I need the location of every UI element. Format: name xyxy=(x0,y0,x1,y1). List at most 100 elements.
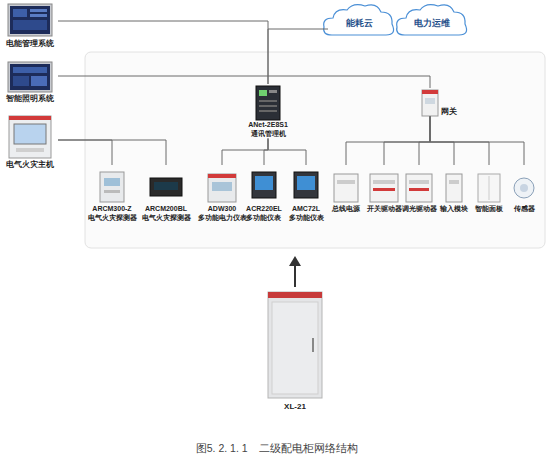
node-label: XL-21 xyxy=(284,402,306,412)
cloud-shape xyxy=(324,5,394,35)
device-icon xyxy=(154,182,178,190)
device-icon xyxy=(478,174,500,202)
node-label: 输入模块 xyxy=(440,205,468,214)
node-label: 通讯管理机 xyxy=(251,130,286,139)
monitor-icon xyxy=(30,9,47,12)
device-icon xyxy=(406,174,432,202)
communication-manager-icon xyxy=(256,86,280,120)
node-label: 开关驱动器 xyxy=(367,205,402,214)
device-node: ADW300多功能电力仪表 xyxy=(196,165,249,223)
gateway-icon xyxy=(422,90,438,116)
node-label: 电气火灾探测器 xyxy=(88,214,137,223)
connector-line xyxy=(268,29,328,84)
gateway-icon xyxy=(422,90,438,116)
monitor-icon xyxy=(30,14,47,17)
device-node: 传感器 xyxy=(509,165,539,214)
connector-line xyxy=(264,139,268,166)
device-icon xyxy=(208,174,236,178)
node-label: 传感器 xyxy=(514,205,535,214)
device-node: ACR220EL多功能仪表 xyxy=(244,165,284,223)
device-icon xyxy=(373,180,395,184)
communication-manager-icon xyxy=(259,105,277,107)
device-icon xyxy=(334,174,358,202)
system-node: 智能照明系统 xyxy=(2,61,58,103)
monitor-icon xyxy=(13,67,47,73)
device-node: ARCM200BL电气火灾探测器 xyxy=(140,165,193,223)
connector-line xyxy=(58,140,166,165)
network-panel xyxy=(85,52,545,248)
fire-host-icon xyxy=(9,116,51,120)
device-icon xyxy=(212,182,232,191)
connector-line xyxy=(384,116,430,165)
connector-line xyxy=(430,116,489,165)
monitor-icon xyxy=(8,4,52,36)
node-label: 电力运维 xyxy=(414,18,450,29)
device-icon xyxy=(337,180,355,184)
node-label: 电能管理系统 xyxy=(6,39,54,48)
device-icon xyxy=(489,176,490,200)
network-panel xyxy=(85,52,545,248)
node-label: 总线电源 xyxy=(332,205,360,214)
device-icon xyxy=(104,178,120,186)
device-icon xyxy=(520,184,528,192)
connector-line xyxy=(268,139,306,166)
cabinet-illustration xyxy=(268,292,322,398)
device-icon xyxy=(370,174,398,202)
node-label: 多功能仪表 xyxy=(246,214,281,223)
cabinet-illustration xyxy=(272,302,318,394)
device-icon xyxy=(208,174,236,202)
gateway-node: 网关 xyxy=(420,88,466,116)
fire-host-icon xyxy=(16,148,44,152)
device-icon xyxy=(150,178,182,196)
device-icon xyxy=(373,188,395,191)
device-icon xyxy=(100,172,124,202)
device-icon xyxy=(409,180,429,184)
connector-line xyxy=(58,76,430,88)
fire-host-icon xyxy=(9,116,51,158)
communication-manager-icon xyxy=(269,90,277,93)
device-node: 智能面板 xyxy=(472,165,506,214)
gateway-icon xyxy=(422,90,438,94)
device-icon xyxy=(449,180,459,184)
device-icon xyxy=(255,176,273,190)
monitor-icon xyxy=(8,62,52,92)
device-node: 开关驱动器 xyxy=(365,165,404,214)
monitor-icon xyxy=(31,76,47,86)
connector-line xyxy=(419,116,430,165)
cloud-node: 能耗云 xyxy=(328,8,390,35)
device-icon xyxy=(294,172,318,198)
connector-line xyxy=(430,116,454,165)
cabinet-illustration xyxy=(268,292,322,298)
node-label: ANet-2E8S1 xyxy=(248,121,288,130)
node-label: AMC72L xyxy=(292,205,320,214)
node-label: 网关 xyxy=(441,107,457,116)
device-node: ARCM300-Z电气火灾探测器 xyxy=(86,165,139,223)
node-label: 调光驱动器 xyxy=(402,205,437,214)
cabinet-node: XL-21 xyxy=(260,290,330,412)
gateway-icon xyxy=(425,98,435,104)
monitor-icon xyxy=(13,20,47,30)
communication-manager-icon xyxy=(259,110,277,112)
node-label: 电气火灾探测器 xyxy=(142,214,191,223)
connector-line xyxy=(430,116,524,165)
device-icon xyxy=(446,174,462,202)
connector-line xyxy=(58,21,268,84)
fire-host-icon xyxy=(9,116,51,158)
upward-arrow xyxy=(289,256,301,266)
connector-line xyxy=(222,139,268,166)
device-icon xyxy=(252,172,276,198)
communication-manager-icon xyxy=(259,90,267,96)
cabinet-illustration xyxy=(312,338,314,352)
device-node: AMC72L多功能仪表 xyxy=(287,165,326,223)
communication-manager-icon xyxy=(256,86,280,120)
connector-line xyxy=(346,116,430,165)
upward-arrow xyxy=(289,256,301,287)
device-icon xyxy=(514,178,534,198)
cabinet-illustration xyxy=(268,292,322,398)
cloud-node: 电力运维 xyxy=(401,8,463,35)
monitor-icon xyxy=(13,76,29,86)
device-node: 总线电源 xyxy=(328,165,364,214)
